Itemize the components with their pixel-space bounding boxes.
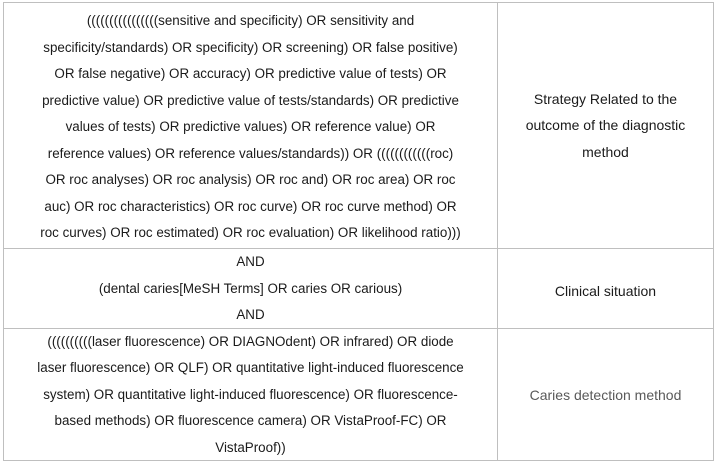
query-line: OR roc analyses) OR roc analysis) OR roc… [45,172,456,188]
query-cell: AND (dental caries[MeSH Terms] OR caries… [4,249,498,329]
query-line: VistaProof)) [215,439,286,455]
query-line: reference values) OR reference values/st… [47,145,454,161]
table-row-outcome-strategy: ((((((((((((((((sensitive and specificit… [4,3,713,248]
search-strategy-table: ((((((((((((((((sensitive and specificit… [3,2,714,461]
query-line: ((((((((((laser fluorescence) OR DIAGNOd… [47,333,454,349]
query-line: AND [236,254,265,270]
query-line: system) OR quantitative light-induced fl… [43,386,458,402]
table-row-clinical-situation: AND (dental caries[MeSH Terms] OR caries… [4,248,713,329]
query-line: auc) OR roc characteristics) OR roc curv… [44,198,457,214]
query-line: roc curves) OR roc estimated) OR roc eva… [40,225,461,241]
category-label: Clinical situation [554,282,657,299]
table-row-detection-method: ((((((((((laser fluorescence) OR DIAGNOd… [4,328,713,461]
query-line: ((((((((((((((((sensitive and specificit… [86,13,415,29]
query-line: AND [236,307,265,323]
query-line: specificity/standards) OR specificity) O… [43,39,458,55]
query-line: based methods) OR fluorescence camera) O… [54,413,447,429]
query-line: laser fluorescence) OR QLF) OR quantitat… [37,360,464,376]
category-label: Caries detection method [529,386,682,403]
query-cell: ((((((((((((((((sensitive and specificit… [4,3,498,248]
query-line: predictive value) OR predictive value of… [42,92,459,108]
query-line: values of tests) OR predictive values) O… [65,119,436,135]
query-cell: ((((((((((laser fluorescence) OR DIAGNOd… [4,329,498,461]
query-line: (dental caries[MeSH Terms] OR caries OR … [98,280,403,296]
query-line: OR false negative) OR accuracy) OR predi… [54,66,447,82]
category-label: Strategy Related to the outcome of the d… [525,90,686,160]
